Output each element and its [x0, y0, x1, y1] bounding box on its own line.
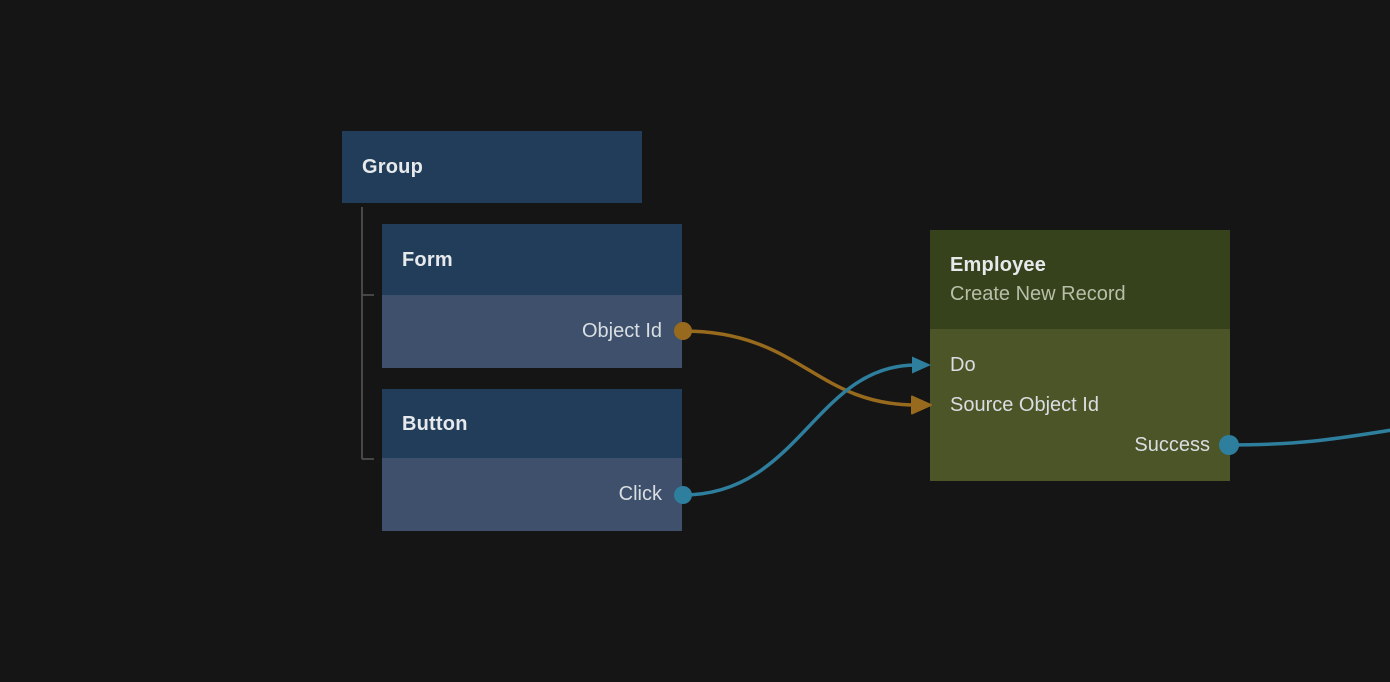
port-click[interactable]: Click: [382, 458, 682, 531]
node-button-header[interactable]: Button: [382, 389, 682, 458]
node-button-title: Button: [402, 412, 468, 435]
port-object-id[interactable]: Object Id: [382, 295, 682, 368]
group-tree-connector-line: [361, 207, 374, 460]
port-click-label: Click: [618, 483, 662, 505]
edge-success-offscreen[interactable]: [1227, 428, 1390, 447]
port-success[interactable]: Success: [930, 425, 1230, 465]
node-employee[interactable]: Employee Create New Record Do Source Obj…: [930, 230, 1230, 481]
node-group[interactable]: Group: [342, 131, 642, 203]
port-source-object-id-label: Source Object Id: [950, 393, 1099, 416]
edge-click-to-do[interactable]: [681, 363, 918, 497]
node-group-title: Group: [362, 156, 423, 178]
port-source-object-id[interactable]: Source Object Id: [930, 385, 1230, 425]
node-group-header[interactable]: Group: [342, 131, 642, 203]
node-employee-subtitle: Create New Record: [950, 282, 1126, 305]
port-do[interactable]: Do: [930, 345, 1230, 385]
port-object-id-label: Object Id: [581, 320, 662, 342]
node-form-title: Form: [402, 248, 453, 271]
node-form-header[interactable]: Form: [382, 224, 682, 295]
edge-objectid-to-sourceobjectid[interactable]: [681, 329, 918, 407]
node-employee-body: Do Source Object Id Success: [930, 329, 1230, 481]
node-employee-title: Employee: [950, 253, 1047, 276]
port-success-label: Success: [1134, 433, 1210, 456]
node-employee-header[interactable]: Employee Create New Record: [930, 230, 1230, 329]
node-button[interactable]: Button Click: [382, 389, 682, 531]
node-form[interactable]: Form Object Id: [382, 224, 682, 368]
port-do-label: Do: [950, 353, 976, 376]
